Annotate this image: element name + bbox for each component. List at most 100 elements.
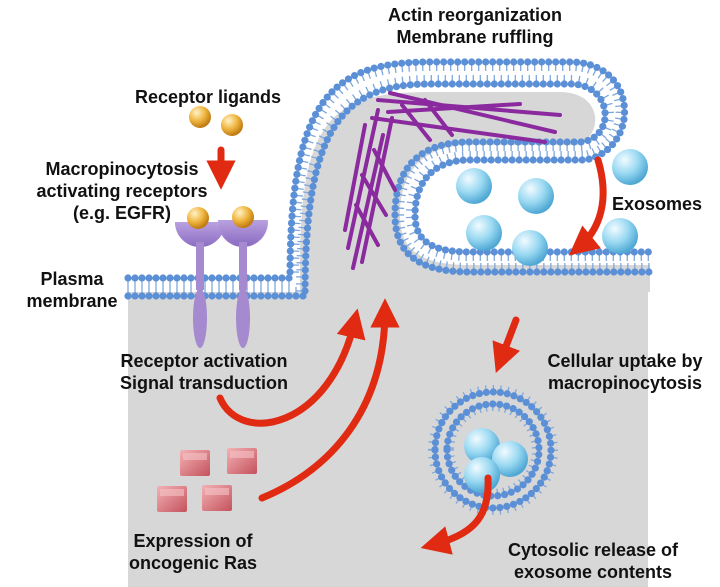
lipid-head [419, 58, 427, 66]
lipid-head [494, 156, 502, 164]
lipid-head [323, 93, 331, 101]
lipid-head [271, 274, 279, 282]
lipid-head [433, 164, 441, 172]
lipid-head [418, 179, 426, 188]
lipid-head [473, 156, 481, 164]
lipid-head [585, 155, 593, 163]
lipid-head [180, 274, 188, 282]
lipid-head [287, 219, 296, 227]
lipid-head [417, 233, 425, 241]
lipid-head [475, 58, 483, 66]
lipid-head [290, 191, 298, 199]
lipid-head [309, 182, 317, 191]
lipid-head [589, 268, 597, 276]
lipid-head [568, 268, 576, 276]
lipid-head [438, 419, 446, 427]
lipid-head [303, 224, 312, 232]
lipid-head [490, 248, 498, 256]
lipid-head [434, 80, 442, 88]
lipid-head [461, 58, 469, 66]
lipid-head [484, 268, 492, 276]
lipid-head [441, 413, 450, 421]
lipid-head [379, 86, 387, 94]
exosome [512, 230, 548, 266]
lipid-head [338, 112, 346, 120]
lipid-head [377, 62, 385, 71]
lipid-head [528, 403, 536, 411]
lipid-head [372, 88, 380, 96]
lipid-head [426, 58, 434, 66]
lipid-head [501, 156, 509, 164]
lipid-head [286, 261, 294, 269]
lipid-head [586, 61, 594, 69]
lipid-head [391, 218, 399, 226]
lipid-head [435, 265, 443, 273]
exosome [464, 457, 500, 493]
lipid-head [166, 274, 174, 282]
lipid-head [319, 98, 327, 107]
expression-ras-line-2: oncogenic Ras [128, 553, 258, 573]
lipid-head [386, 84, 394, 92]
lipid-head [519, 268, 527, 276]
arrow-activation-to-ruffle [216, 308, 366, 427]
lipid-head [480, 156, 488, 164]
expression-ras-line-1: Expression of [133, 531, 253, 551]
lipid-head [333, 83, 341, 91]
lipid-head [462, 408, 471, 416]
lipid-head [545, 460, 553, 468]
lipid-head [595, 128, 603, 137]
lipid-head [445, 484, 454, 493]
lipid-head [527, 489, 535, 498]
lipid-head [462, 394, 470, 403]
lipid-head [450, 489, 459, 497]
vesicle-membrane [427, 385, 558, 516]
lipid-head [433, 432, 441, 440]
lipid-head [433, 58, 441, 66]
lipid-head [550, 156, 558, 164]
lipid-head [518, 80, 526, 88]
lipid-head [456, 268, 464, 276]
lipid-head [301, 273, 309, 281]
lipid-head [448, 247, 456, 255]
exosome [518, 178, 554, 214]
lipid-head [599, 67, 607, 75]
receptor-activation-label: Receptor activation Signal transduction [104, 350, 304, 394]
lipid-head [624, 268, 632, 276]
lipid-head [446, 407, 454, 415]
lipid-head [469, 248, 477, 256]
lipid-head [543, 426, 551, 434]
lipid-head [124, 274, 132, 282]
lipid-head [437, 141, 446, 149]
lipid-head [501, 490, 509, 499]
lipid-head [229, 292, 237, 300]
lipid-head [496, 503, 504, 512]
lipid-head [540, 268, 548, 276]
lipid-head [578, 156, 586, 164]
lipid-head [547, 446, 555, 454]
lipid-head [440, 58, 448, 66]
lipid-head [468, 405, 477, 413]
lipid-head [524, 58, 532, 66]
lipid-head [292, 292, 300, 300]
lipid-head [397, 177, 405, 185]
lipid-head [348, 102, 356, 110]
lipid-head [582, 268, 590, 276]
lipid-head [431, 453, 440, 461]
lipid-head [498, 268, 506, 276]
inner-leaflet [124, 75, 653, 300]
lipid-head [314, 162, 322, 170]
lipid-head [443, 444, 451, 452]
lipid-head [433, 460, 441, 468]
lipid-head [435, 425, 443, 433]
lipid-head [124, 292, 132, 300]
lipid-head [288, 205, 297, 213]
lipid-head [454, 58, 462, 66]
plasma-membrane-line-1: Plasma [40, 269, 104, 289]
lipid-head [496, 400, 504, 409]
lipid-head [545, 432, 553, 440]
actin-label: Actin reorganization Membrane ruffling [360, 4, 590, 48]
lipid-head [567, 248, 575, 256]
lipid-head [424, 146, 432, 154]
lipid-head [445, 460, 453, 468]
lipid-head [412, 199, 420, 207]
